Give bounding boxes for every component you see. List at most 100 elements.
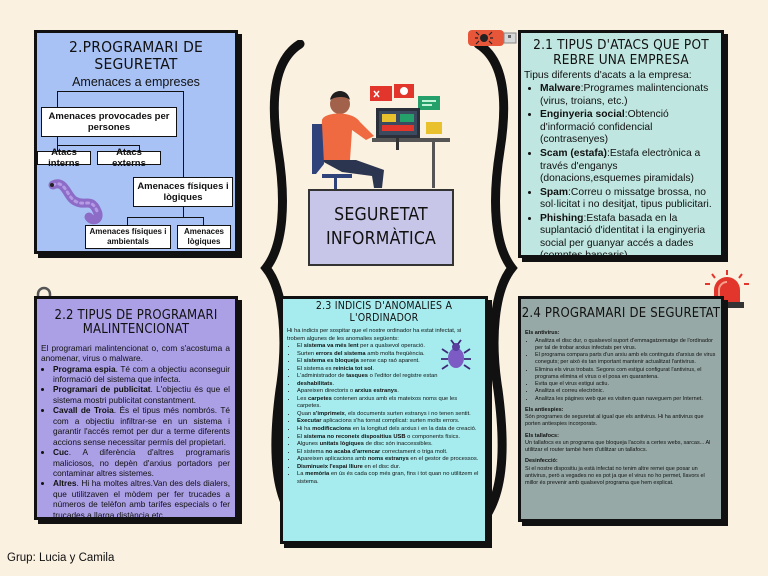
list-item: Phishing:Estafa basada en la suplantació… <box>540 213 717 255</box>
item-term: noms estranys <box>367 456 409 463</box>
item-term: arxius estranys <box>354 388 398 395</box>
list-item: Altres. Hi ha moltes altres.Van des dels… <box>53 478 230 517</box>
item-text: per a qualsevol operació. <box>358 343 425 350</box>
list-item: Hi ha modificacions en la longitud dels … <box>297 426 480 434</box>
card-title: 2.1 Tipus d'atacs que pot rebre una empr… <box>533 37 709 68</box>
item-text: . Té com a objectiu aconseguir informaci… <box>53 363 230 384</box>
item-text: de disc són inaccessibles. <box>364 441 433 448</box>
footer-credits: Grup: Lucia y Camila <box>7 552 115 564</box>
usb-drive-icon <box>468 30 517 46</box>
item-term: carpetes <box>307 395 332 402</box>
section-text: Un tallafocs es un programa que bloqueja… <box>525 439 711 454</box>
item-prefix: Hi ha <box>297 426 313 432</box>
item-text: :Correu o missatge brossa, no sol·licita… <box>540 186 712 211</box>
main-title-line1: Seguretat <box>334 204 428 225</box>
list-item: El sistema es bloqueja sense cap raó apa… <box>297 358 480 366</box>
node-atacs-interns: Atacs interns <box>37 147 91 169</box>
item-text: , els documents surten estranys i no ten… <box>344 410 471 417</box>
list-item: Programa espia. Té com a objectiu aconse… <box>53 364 230 385</box>
worm-icon <box>48 179 103 225</box>
curly-brace-icon <box>260 40 305 530</box>
main-title-line2: informàtica <box>325 228 436 249</box>
section-text: Són programes de seguretat al igual que … <box>525 414 704 428</box>
list-item: El sistema no acaba d'arrencar correctam… <box>297 449 480 457</box>
item-text: . <box>397 388 399 395</box>
list-item: Programari de publicitat. L'objectiu és … <box>53 384 230 405</box>
item-text: . És el tipus més nombrós. Té com a obje… <box>53 405 230 447</box>
item-prefix: Surten <box>297 350 316 357</box>
card-intro: Hi ha indicis per sospitar que el nostre… <box>287 328 462 342</box>
list-item: Spam:Correu o missatge brossa, no sol·li… <box>540 187 717 212</box>
list-item: Surten errors del sistema amb molta freq… <box>297 351 480 359</box>
item-prefix: El <box>297 433 304 440</box>
item-term: modificacions <box>312 426 352 432</box>
node-amenaces-fisiques-logiques: Amenaces físiques i lògiques <box>133 177 233 207</box>
list-item: Analitza les pàgines web que es visiten … <box>535 396 716 403</box>
item-term: memòria <box>305 471 330 478</box>
section-heading: Els tallafocs: <box>525 432 559 439</box>
list-item: Enginyeria social:Obtenció d'informació … <box>540 109 717 147</box>
item-prefix: Algunes <box>297 441 320 448</box>
card-intro: El programari malintencionat o, com s'ac… <box>41 342 230 364</box>
list-item: Algunes unitats lògiques de disc són ina… <box>297 441 480 449</box>
anomalies-list: El sistema va més lent per a qualsevol o… <box>297 343 480 486</box>
person-at-computer-icon <box>312 84 450 190</box>
list-item: Les carpetes contenen arxius amb els mat… <box>297 396 480 411</box>
card-intro: Tipus diferents d'acats a la empresa: <box>524 69 692 81</box>
node-atacs-externs: Atacs externs <box>97 147 161 169</box>
item-term: Altres <box>53 478 77 489</box>
list-item: Analitza el correu electrònic. <box>535 388 716 395</box>
card-title: 2.3 Indicis d'anomalies a l'ordinador <box>315 300 453 324</box>
section-heading: Desinfecció: <box>525 458 558 465</box>
item-term: sistema no reconeix dispositius USB <box>303 433 406 440</box>
list-item: Cuc. A diferència d'altres programaris m… <box>53 447 230 478</box>
item-prefix: Quan <box>297 410 313 417</box>
item-prefix: La <box>297 471 306 478</box>
item-text: . <box>372 365 375 372</box>
list-item: Analitza el disc dur, o qualsevol suport… <box>535 338 716 353</box>
card-title: 2.Programari de seguretat <box>68 38 204 74</box>
main-title-box: Seguretat informàtica <box>308 189 454 266</box>
item-text: en el gestor de processos. <box>408 456 479 463</box>
card-tipus-programari-malintencionat: 2.2 Tipus de programari malintencionat E… <box>34 296 238 520</box>
item-term: unitats lògiques <box>319 441 365 448</box>
node-amenaces-ambientals: Amenaces físiques i ambientals <box>85 225 171 249</box>
item-term: Cuc <box>53 447 69 458</box>
item-text: o components físics. <box>405 433 461 440</box>
card-programari-seguretat: 2.Programari de seguretat Amenaces a emp… <box>34 30 238 254</box>
item-term: Disminueix l'espai lliure <box>297 463 363 470</box>
item-text: en la longitud dels arxius i en la data … <box>351 426 477 432</box>
list-item: El sistema va més lent per a qualsevol o… <box>297 343 480 351</box>
section-list: Analitza el disc dur, o qualsevol suport… <box>535 338 716 403</box>
item-term: Enginyeria social <box>540 109 625 121</box>
section-text: Si el nostre dispositiu ja està infectat… <box>525 465 705 487</box>
siren-icon <box>705 270 749 308</box>
list-item: Apareixen aplicacions amb noms estranys … <box>297 456 480 464</box>
item-text: :Obtenció d'informació confidencial (con… <box>540 109 669 146</box>
item-term: Programari de publicitat <box>53 384 151 395</box>
list-item: Malware:Programes malintencionats (virus… <box>540 83 717 108</box>
list-item: La memòria en ús és cada cop més gran, f… <box>297 471 480 486</box>
item-term: Spam <box>540 186 569 198</box>
item-prefix: Apareixen aplicacions amb <box>297 456 368 463</box>
list-item: Elimina els virus trobats. Segons com es… <box>535 367 716 382</box>
item-prefix: El sistema <box>297 448 326 455</box>
item-text: correctament o triga molt. <box>380 448 448 455</box>
item-term: reinicia tot sol <box>333 365 373 372</box>
section-heading: Els antivirus: <box>525 330 560 337</box>
list-item: Executar aplicacions s'ha tornat complic… <box>297 418 480 426</box>
item-term: Programa espia <box>53 363 116 374</box>
item-term: sistema es bloqueja <box>303 358 359 365</box>
item-term: deshabilitats <box>297 380 333 387</box>
item-text: en el disc dur. <box>362 463 401 470</box>
item-text: contenen arxius amb els mateixos noms qu… <box>297 395 458 410</box>
list-item: Scam (estafa):Estafa electrònica a travé… <box>540 148 717 186</box>
item-text: amb molta freqüència. <box>365 350 425 357</box>
item-text: . A diferència d'altres programaris mali… <box>53 447 230 479</box>
item-text: aplicacions s'ha tornat complicat: surte… <box>321 418 460 425</box>
list-item: deshabilitats. <box>297 381 480 389</box>
list-item: Quan s'imprimeix, els documents surten e… <box>297 411 480 419</box>
item-term: sistema va més lent <box>303 343 359 350</box>
item-term: errors del sistema <box>315 350 366 357</box>
item-text: :Programes malintencionats (virus, troia… <box>540 83 709 107</box>
